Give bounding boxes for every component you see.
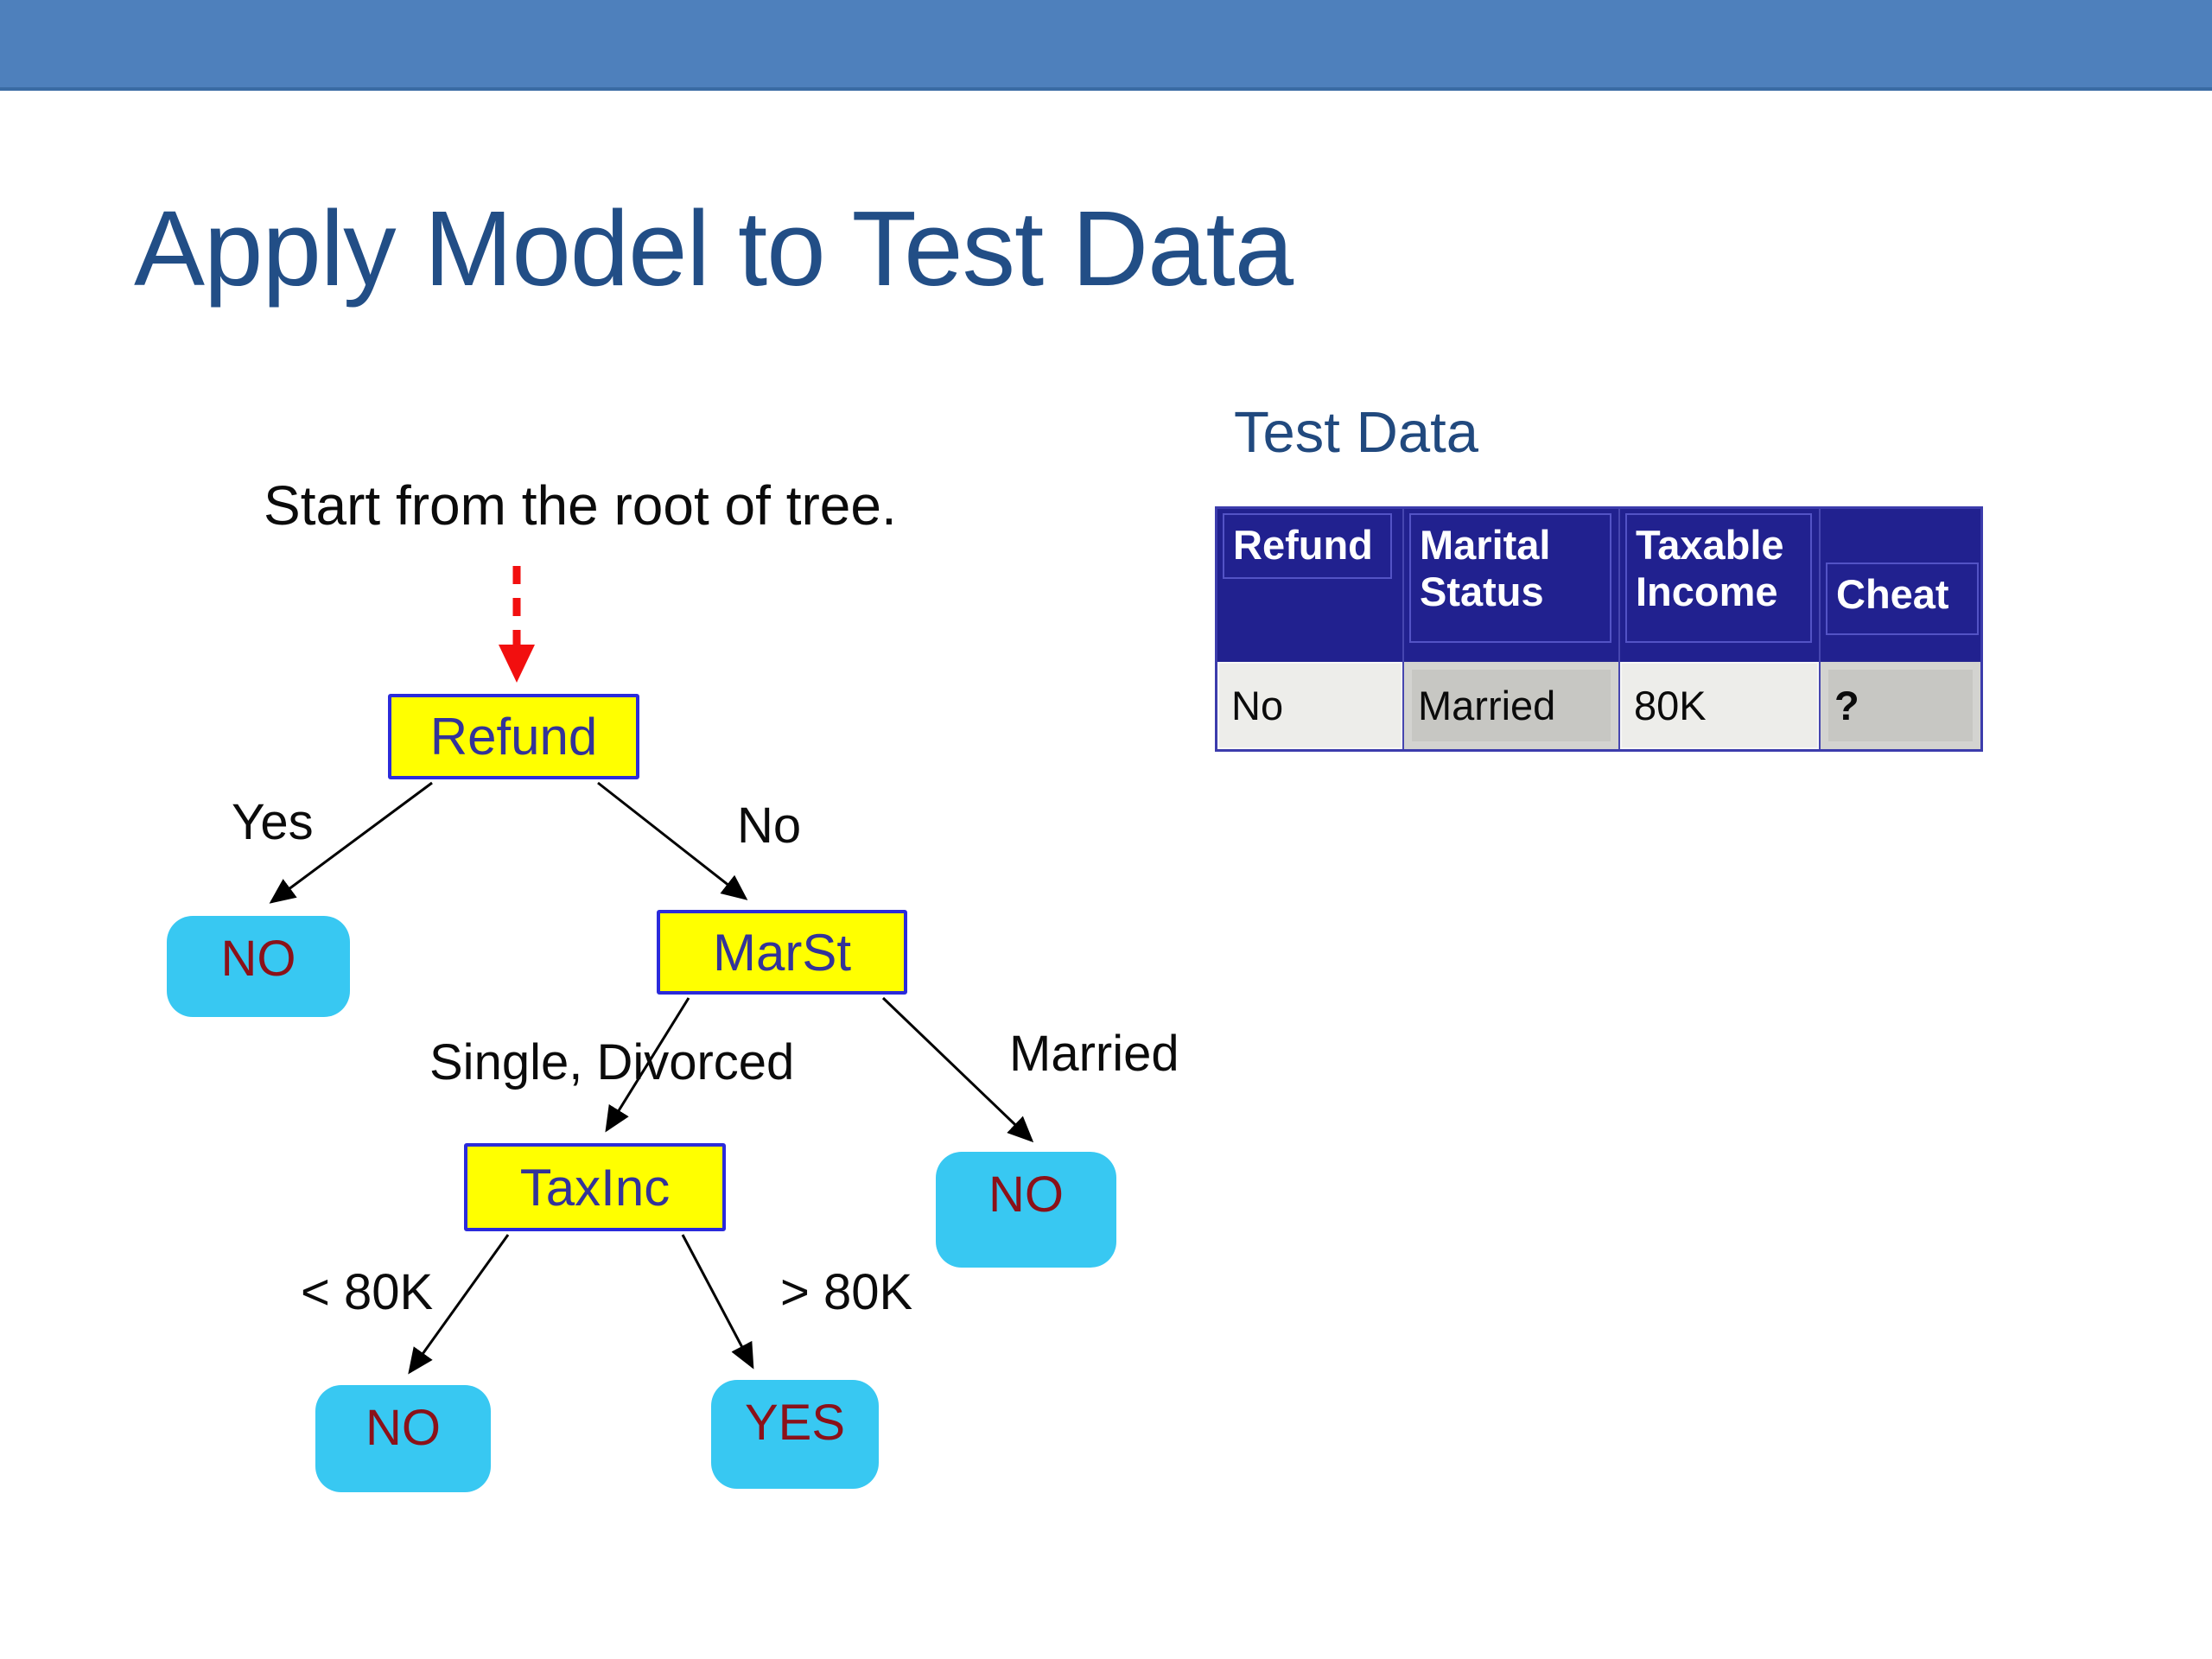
leaf-label: YES <box>744 1395 846 1451</box>
edge-label-single-divorced: Single, Divorced <box>429 1034 795 1090</box>
leaf-no-married: NO <box>936 1152 1116 1268</box>
node-marst: MarSt <box>657 910 907 995</box>
edge-taxinc-gt80k <box>681 1234 754 1370</box>
test-data-heading: Test Data <box>1234 400 1479 465</box>
page-title: Apply Model to Test Data <box>134 190 1294 308</box>
node-refund-label: Refund <box>429 708 598 766</box>
edge-refund-no <box>597 781 748 900</box>
table-header-row: Refund Marital Status Taxable Income Che… <box>1217 509 1980 663</box>
cell-cheat: ? <box>1821 662 1980 749</box>
cell-taxable-income: 80K <box>1620 662 1821 749</box>
column-header-cheat: Cheat <box>1821 509 1980 662</box>
node-marst-label: MarSt <box>712 923 852 982</box>
slide-top-accent-bar <box>0 0 2212 91</box>
node-refund: Refund <box>388 694 639 779</box>
leaf-no-lt80k: NO <box>315 1385 491 1492</box>
cell-marital-status: Married <box>1404 662 1620 749</box>
start-annotation: Start from the root of tree. <box>264 474 897 537</box>
leaf-label: NO <box>988 1166 1064 1223</box>
column-header-refund: Refund <box>1217 509 1404 663</box>
test-data-table: Refund Marital Status Taxable Income Che… <box>1215 506 1983 752</box>
edge-label-gt80k: > 80K <box>780 1264 913 1320</box>
table-row: No Married 80K ? <box>1217 662 1980 749</box>
column-header-taxable-income: Taxable Income <box>1620 509 1821 663</box>
cell-refund: No <box>1217 662 1404 749</box>
edge-label-yes: Yes <box>232 794 314 850</box>
column-header-label: Cheat <box>1826 563 1979 635</box>
edge-label-married: Married <box>1009 1026 1179 1082</box>
edge-label-no: No <box>737 798 802 854</box>
leaf-no-refund-yes: NO <box>167 916 350 1017</box>
column-header-label: Refund <box>1223 513 1392 579</box>
leaf-label: NO <box>365 1400 441 1456</box>
column-header-label: Taxable Income <box>1625 513 1812 643</box>
node-taxinc-label: TaxInc <box>519 1158 671 1217</box>
leaf-yes-gt80k: YES <box>711 1380 879 1489</box>
column-header-marital-status: Marital Status <box>1404 509 1620 663</box>
column-header-label: Marital Status <box>1409 513 1611 643</box>
leaf-label: NO <box>220 931 296 987</box>
edge-label-lt80k: < 80K <box>301 1264 434 1320</box>
node-taxinc: TaxInc <box>464 1143 726 1231</box>
